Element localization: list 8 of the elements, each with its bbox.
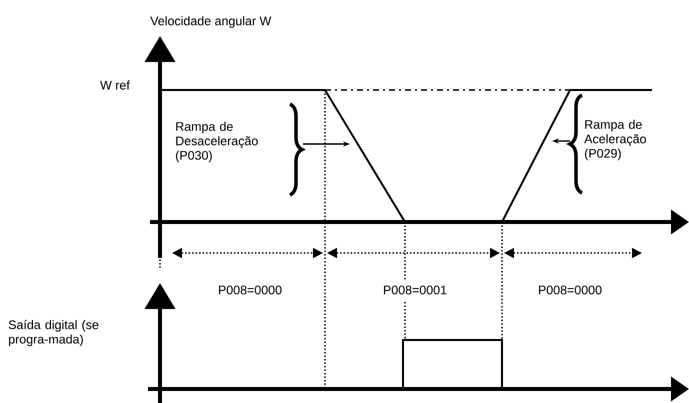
level-label: W ref [100,80,130,90]
ramp-label: Rampa de Desaceleração (P030) [176,122,258,162]
state-label: P008=0000 [219,286,282,294]
ramp-label: Rampa de Aceleração (P029) [584,120,646,160]
state-label: P008=0001 [384,286,446,294]
state-label: P008=0000 [539,286,602,294]
axis-label: Velocidade angular W [150,16,272,28]
signal-label: Saída digital (se progra-mada) [8,320,98,346]
